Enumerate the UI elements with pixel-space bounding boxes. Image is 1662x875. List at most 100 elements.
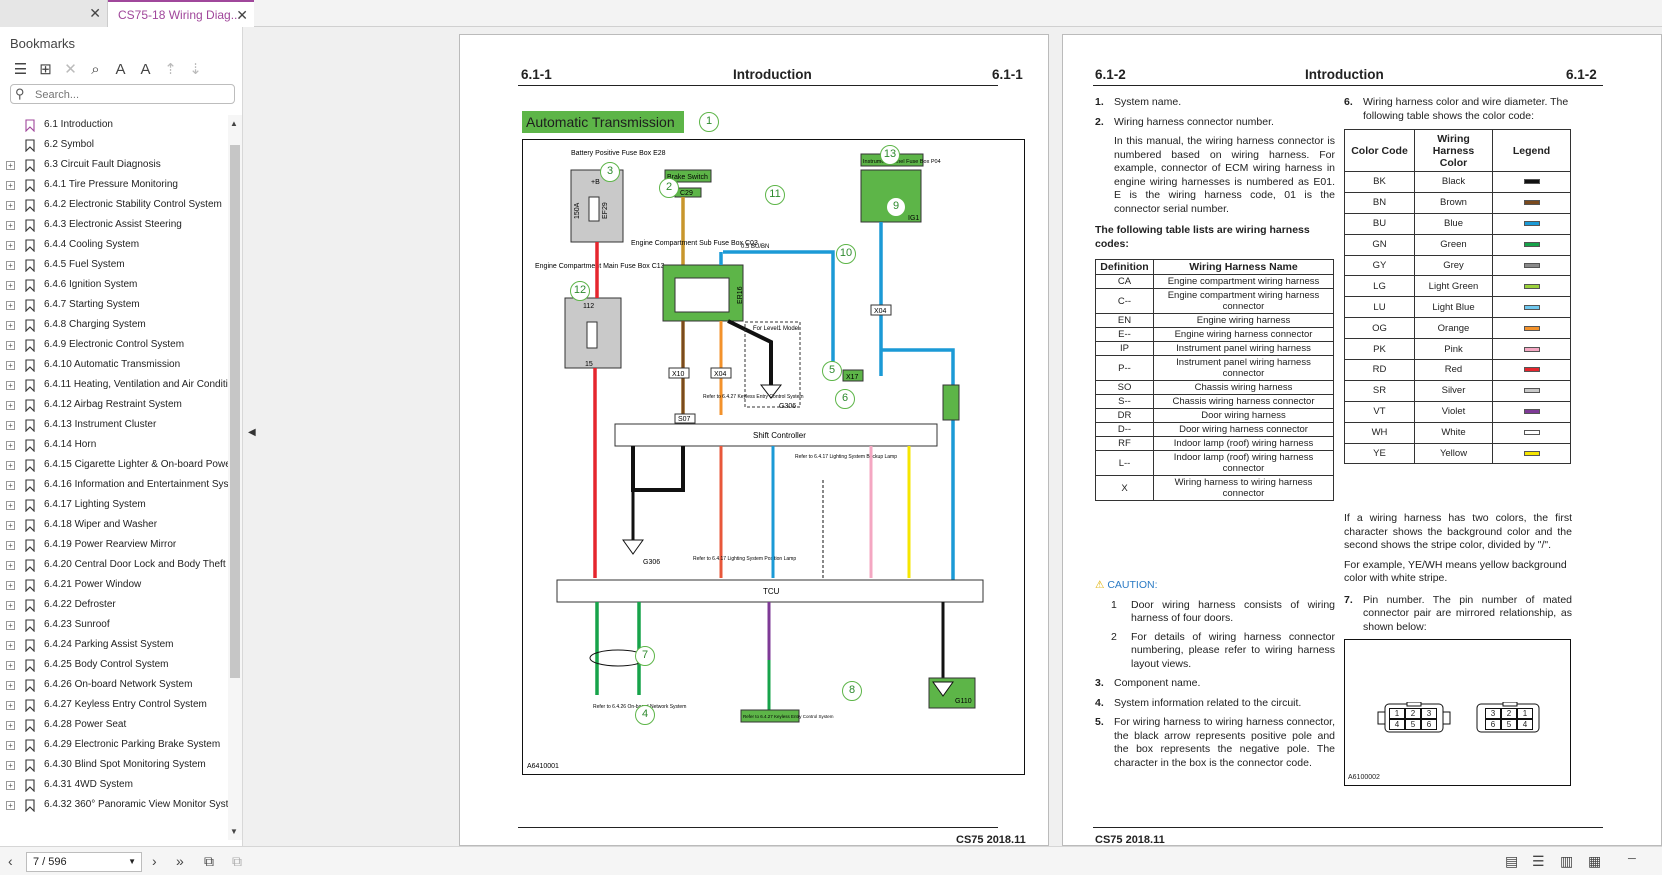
expand-icon[interactable]: + [6, 701, 15, 710]
expand-icon[interactable]: + [6, 161, 15, 170]
bookmark-item[interactable]: +6.4.7 Starting System [0, 295, 228, 315]
paste-page-icon[interactable]: ⧉ [232, 853, 242, 869]
bookmark-item[interactable]: +6.4.29 Electronic Parking Brake System [0, 735, 228, 755]
bookmark-item[interactable]: +6.4.12 Airbag Restraint System [0, 395, 228, 415]
bookmark-item[interactable]: +6.4.21 Power Window [0, 575, 228, 595]
bookmark-item[interactable]: +6.4.8 Charging System [0, 315, 228, 335]
expand-icon[interactable]: + [6, 581, 15, 590]
single-page-view-icon[interactable]: ▤ [1505, 853, 1519, 869]
expand-icon[interactable]: + [6, 381, 15, 390]
expand-icon[interactable]: + [6, 661, 15, 670]
bookmark-item[interactable]: +6.4.28 Power Seat [0, 715, 228, 735]
page-number-field[interactable]: 7 / 596 ▼ [26, 852, 142, 872]
expand-icon[interactable]: + [6, 201, 15, 210]
expand-icon[interactable]: + [6, 541, 15, 550]
expand-icon[interactable]: + [6, 561, 15, 570]
expand-icon[interactable]: + [6, 441, 15, 450]
bookmarks-scrollbar[interactable]: ▲ ▼ [228, 115, 242, 840]
expand-icon[interactable]: + [6, 281, 15, 290]
bookmark-item[interactable]: +6.4.5 Fuel System [0, 255, 228, 275]
tab-close-icon[interactable]: ✕ [236, 7, 248, 23]
scroll-down-icon[interactable]: ▼ [230, 827, 238, 836]
add-bookmark-icon[interactable]: ⊞ [39, 61, 52, 78]
bookmark-item[interactable]: 6.1 Introduction [0, 115, 228, 135]
collapse-panel-icon[interactable]: ◀ [248, 427, 256, 438]
expand-icon[interactable]: + [6, 781, 15, 790]
expand-icon[interactable]: + [6, 421, 15, 430]
expand-icon[interactable]: + [6, 341, 15, 350]
panel-splitter[interactable]: ◀ [243, 27, 258, 846]
expand-icon[interactable]: + [6, 361, 15, 370]
expand-icon[interactable]: + [6, 721, 15, 730]
expand-icon[interactable]: + [6, 321, 15, 330]
expand-icon[interactable]: + [6, 181, 15, 190]
expand-icon[interactable]: + [6, 241, 15, 250]
copy-page-icon[interactable]: ⧉ [204, 853, 214, 869]
chevron-down-icon[interactable]: ▼ [128, 857, 136, 866]
bookmark-item[interactable]: +6.4.6 Ignition System [0, 275, 228, 295]
move-down-icon[interactable]: ⇣ [189, 61, 202, 78]
expand-icon[interactable]: + [6, 601, 15, 610]
bookmark-item[interactable]: +6.4.32 360° Panoramic View Monitor Syst… [0, 795, 228, 815]
bookmark-item[interactable]: +6.4.24 Parking Assist System [0, 635, 228, 655]
expand-icon[interactable]: + [6, 621, 15, 630]
expand-icon[interactable]: + [6, 461, 15, 470]
expand-icon[interactable]: + [6, 641, 15, 650]
delete-bookmark-icon[interactable]: ✕ [64, 61, 77, 78]
next-page-icon[interactable]: › [152, 853, 157, 869]
bookmark-item[interactable]: +6.4.2 Electronic Stability Control Syst… [0, 195, 228, 215]
bookmark-item[interactable]: +6.4.4 Cooling System [0, 235, 228, 255]
last-page-icon[interactable]: » [176, 853, 184, 869]
bookmark-item[interactable]: +6.4.16 Information and Entertainment Sy… [0, 475, 228, 495]
continuous-view-icon[interactable]: ☰ [1532, 853, 1545, 869]
prev-page-icon[interactable]: ‹ [8, 853, 13, 869]
expand-icon[interactable]: + [6, 521, 15, 530]
expand-icon[interactable]: + [6, 221, 15, 230]
bookmark-item[interactable]: 6.2 Symbol [0, 135, 228, 155]
bookmark-options-icon[interactable]: ☰ [13, 61, 28, 78]
bookmark-item[interactable]: +6.4.17 Lighting System [0, 495, 228, 515]
bookmark-item[interactable]: +6.4.19 Power Rearview Mirror [0, 535, 228, 555]
collapse-all-icon[interactable]: A [140, 61, 151, 78]
bookmark-item[interactable]: +6.4.20 Central Door Lock and Body Theft… [0, 555, 228, 575]
bookmark-item[interactable]: +6.4.11 Heating, Ventilation and Air Con… [0, 375, 228, 395]
expand-all-icon[interactable]: A [115, 61, 126, 78]
expand-icon[interactable]: + [6, 761, 15, 770]
move-up-icon[interactable]: ⇡ [164, 61, 177, 78]
bookmarks-search-input[interactable] [35, 87, 230, 102]
bookmark-item[interactable]: +6.4.13 Instrument Cluster [0, 415, 228, 435]
bookmarks-search[interactable]: ⚲ [10, 84, 235, 104]
callout-5: 5 [822, 361, 842, 381]
bookmark-item[interactable]: +6.3 Circuit Fault Diagnosis [0, 155, 228, 175]
bookmark-item[interactable]: +6.4.27 Keyless Entry Control System [0, 695, 228, 715]
scrollbar-thumb[interactable] [230, 145, 240, 678]
expand-icon[interactable]: + [6, 261, 15, 270]
expand-icon[interactable]: + [6, 801, 15, 810]
bookmark-item[interactable]: +6.4.25 Body Control System [0, 655, 228, 675]
expand-icon[interactable]: + [6, 301, 15, 310]
scroll-up-icon[interactable]: ▲ [230, 119, 238, 128]
bookmark-item[interactable]: +6.4.3 Electronic Assist Steering [0, 215, 228, 235]
expand-icon[interactable]: + [6, 681, 15, 690]
tab-active-document[interactable]: CS75-18 Wiring Diag... ✕ [108, 0, 254, 27]
bookmark-item[interactable]: +6.4.9 Electronic Control System [0, 335, 228, 355]
bookmark-item[interactable]: +6.4.1 Tire Pressure Monitoring [0, 175, 228, 195]
bookmark-item[interactable]: +6.4.26 On-board Network System [0, 675, 228, 695]
bookmark-item[interactable]: +6.4.22 Defroster [0, 595, 228, 615]
bookmark-item[interactable]: +6.4.31 4WD System [0, 775, 228, 795]
find-bookmark-icon[interactable]: ⌕ [91, 61, 100, 78]
tab-inactive[interactable]: ✕ [0, 0, 108, 27]
bookmark-item[interactable]: +6.4.10 Automatic Transmission [0, 355, 228, 375]
bookmark-item[interactable]: +6.4.15 Cigarette Lighter & On-board Pow… [0, 455, 228, 475]
bookmark-item[interactable]: +6.4.18 Wiper and Washer [0, 515, 228, 535]
expand-icon[interactable]: + [6, 741, 15, 750]
expand-icon[interactable]: + [6, 501, 15, 510]
tab-close-icon[interactable]: ✕ [89, 5, 101, 21]
bookmark-item[interactable]: +6.4.14 Horn [0, 435, 228, 455]
bookmark-item[interactable]: +6.4.23 Sunroof [0, 615, 228, 635]
bookmark-item[interactable]: +6.4.30 Blind Spot Monitoring System [0, 755, 228, 775]
facing-view-icon[interactable]: ▥ [1560, 853, 1574, 869]
continuous-facing-view-icon[interactable]: ▦ [1588, 853, 1602, 869]
expand-icon[interactable]: + [6, 401, 15, 410]
expand-icon[interactable]: + [6, 481, 15, 490]
